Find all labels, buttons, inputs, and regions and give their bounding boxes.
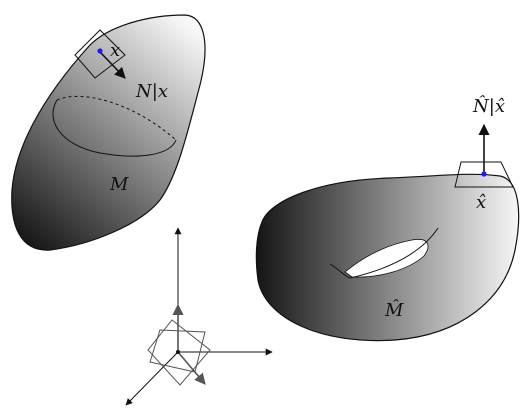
frame-plane-2 [147, 319, 211, 386]
normal-n-hat-label: N̂|x̂ [472, 95, 505, 117]
frame-normal-down [177, 351, 206, 385]
point-x-hat-dot [481, 171, 487, 177]
surface-m-ring-front [52, 99, 177, 157]
surface-m-body [11, 14, 206, 251]
point-x-label: x [110, 40, 120, 61]
point-x-hat-label: x̂ [476, 192, 486, 213]
surface-m-hat-fold [329, 227, 439, 279]
coordinate-frame [125, 227, 273, 406]
surface-m-hat: x̂ N̂|x̂ M̂ [255, 95, 520, 342]
surface-m-hat-hole [344, 238, 429, 278]
frame-origin-dot [176, 350, 180, 354]
tangent-plane-x [74, 29, 126, 79]
normal-n-label: N|x [135, 81, 168, 102]
tangent-plane-x-hat [454, 161, 514, 188]
surface-m-label: M [109, 174, 129, 195]
surface-m-hat-label: M̂ [384, 299, 404, 321]
point-x-dot [97, 48, 103, 54]
surface-m: x N|x M [11, 14, 206, 251]
axis-diagonal [125, 351, 179, 406]
normal-arrow-n [99, 51, 126, 79]
